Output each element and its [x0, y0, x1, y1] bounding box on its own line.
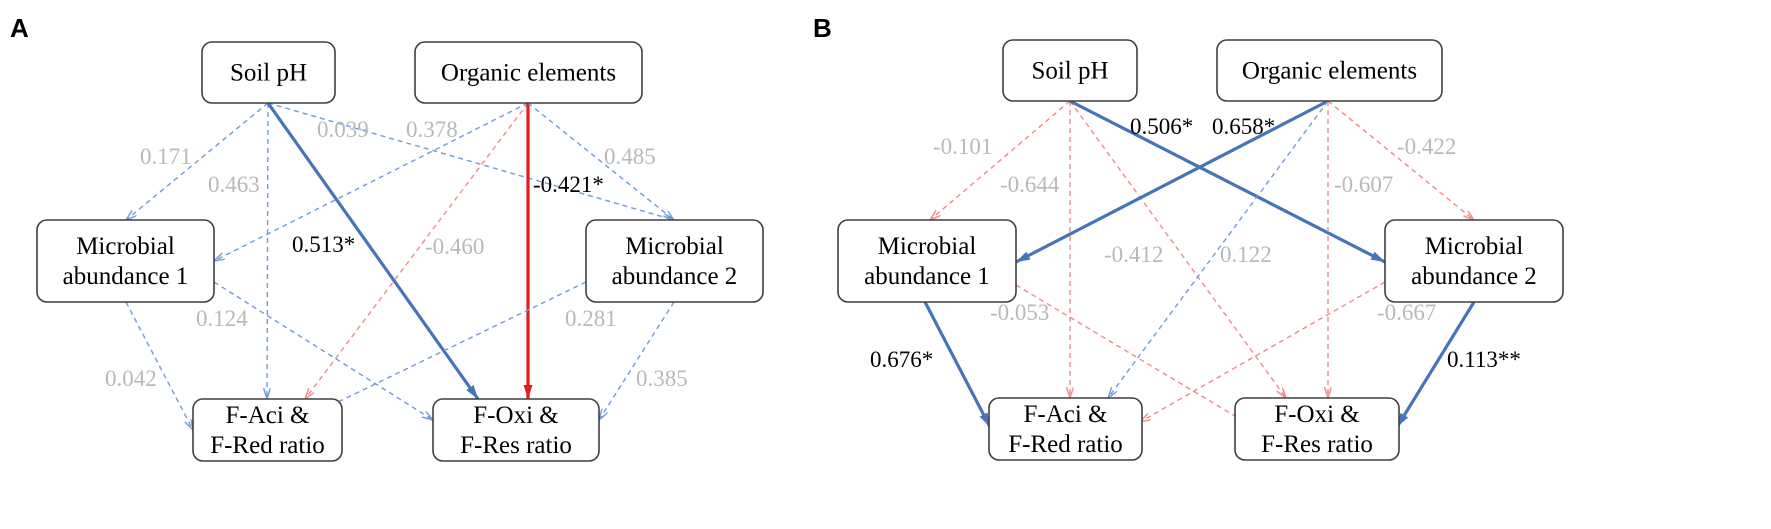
edge-label-m1-to-fo: 0.124 [196, 306, 248, 331]
edge-label-ph-to-m1: -0.101 [933, 134, 992, 159]
edge-label-ph-to-fo: -0.412 [1104, 242, 1163, 267]
f-oxi-f-res-ratio-label: F-Oxi &F-Res ratio [1261, 401, 1373, 458]
edge-m2-to-fa [305, 281, 587, 418]
edge-label-m2-to-fa: 0.281 [565, 306, 617, 331]
edge-label-org-to-fa: 0.122 [1220, 242, 1272, 267]
panel-label: B [813, 13, 832, 43]
edge-ph-to-fa [267, 102, 268, 399]
edge-ph-to-m2 [1069, 99, 1386, 264]
edge-ph-to-m2 [267, 102, 674, 220]
f-oxi-f-res-ratio-label: F-Oxi &F-Res ratio [460, 402, 572, 459]
edge-label-ph-to-fa: -0.644 [1000, 172, 1060, 197]
soil-ph-box [201, 41, 336, 104]
edge-m2-to-fo [1395, 301, 1476, 428]
edge-ph-to-fo [266, 102, 480, 400]
edge-m1-to-fo [213, 281, 433, 420]
microbial-abundance-2-box [585, 219, 764, 303]
f-oxi-f-res-ratio-node: F-Oxi &F-Res ratio [432, 398, 600, 462]
organic-elements-box [414, 41, 643, 104]
f-oxi-f-res-ratio-box [1234, 397, 1400, 461]
edge-label-ph-to-fo: 0.513* [292, 232, 355, 257]
microbial-abundance-1-box [36, 219, 215, 303]
f-oxi-f-res-ratio-node: F-Oxi &F-Res ratio [1234, 397, 1400, 461]
organic-elements-box [1216, 39, 1443, 102]
edge-label-ph-to-m2: 0.506* [1130, 114, 1193, 139]
f-aci-f-red-ratio-box [192, 398, 343, 462]
organic-elements-node: Organic elements [414, 41, 643, 104]
edge-label-m1-to-fa: 0.042 [105, 366, 157, 391]
organic-elements-label: Organic elements [1242, 58, 1417, 85]
edges [125, 102, 674, 430]
soil-ph-label: Soil pH [230, 60, 307, 87]
microbial-abundance-1-box [837, 219, 1017, 303]
edge-label-org-to-m2: -0.422 [1397, 134, 1456, 159]
soil-ph-node: Soil pH [1002, 39, 1138, 102]
edge-label-ph-to-fa: 0.463 [208, 172, 260, 197]
edge-ph-to-m1 [930, 100, 1071, 220]
edge-label-org-to-fo: -0.421* [533, 172, 604, 197]
f-aci-f-red-ratio-label: F-Aci &F-Red ratio [210, 402, 325, 459]
edge-label-ph-to-m1: 0.171 [140, 144, 192, 169]
edge-org-to-fa [305, 102, 529, 399]
edge-org-to-fa [1108, 100, 1329, 398]
edge-org-to-m2 [1327, 100, 1474, 220]
f-aci-f-red-ratio-node: F-Aci &F-Red ratio [988, 397, 1143, 461]
edge-org-to-m1 [214, 102, 529, 261]
edge-label-org-to-fa: -0.460 [425, 234, 484, 259]
panel-label: A [10, 13, 29, 43]
edge-label-m1-to-fa: 0.676* [870, 347, 933, 372]
edges [923, 99, 1476, 428]
soil-ph-box [1002, 39, 1138, 102]
edge-label-org-to-fo: -0.607 [1334, 172, 1393, 197]
organic-elements-node: Organic elements [1216, 39, 1443, 102]
edge-label-org-to-m1: 0.378 [406, 117, 458, 142]
soil-ph-node: Soil pH [201, 41, 336, 104]
edge-label-m1-to-fo: -0.053 [990, 300, 1049, 325]
edge-label-m2-to-fo: 0.385 [636, 366, 688, 391]
organic-elements-label: Organic elements [441, 60, 616, 87]
f-aci-f-red-ratio-label: F-Aci &F-Red ratio [1008, 401, 1123, 458]
microbial-abundance-2-box [1384, 219, 1564, 303]
edge-org-to-m2 [527, 102, 674, 220]
f-oxi-f-res-ratio-box [432, 398, 600, 462]
edge-m1-to-fa [923, 301, 992, 428]
edge-ph-to-fo [1069, 100, 1286, 398]
edge-label-org-to-m1: 0.658* [1212, 114, 1275, 139]
edge-m1-to-fa [125, 301, 193, 430]
f-aci-f-red-ratio-node: F-Aci &F-Red ratio [192, 398, 343, 462]
edge-label-ph-to-m2: 0.039 [317, 117, 369, 142]
f-aci-f-red-ratio-box [988, 397, 1143, 461]
edge-org-to-m1 [1015, 99, 1329, 264]
edge-label-m2-to-fa: -0.667 [1377, 300, 1436, 325]
edge-label-m2-to-fo: 0.113** [1447, 347, 1521, 372]
edge-label-org-to-m2: 0.485 [604, 144, 656, 169]
edge-ph-to-m1 [126, 102, 269, 220]
edge-m2-to-fa [1140, 281, 1386, 422]
edge-labels: -0.101 -0.644 -0.412 0.506* 0.658* 0.122 -0.60… [870, 114, 1521, 372]
soil-ph-label: Soil pH [1031, 58, 1108, 85]
